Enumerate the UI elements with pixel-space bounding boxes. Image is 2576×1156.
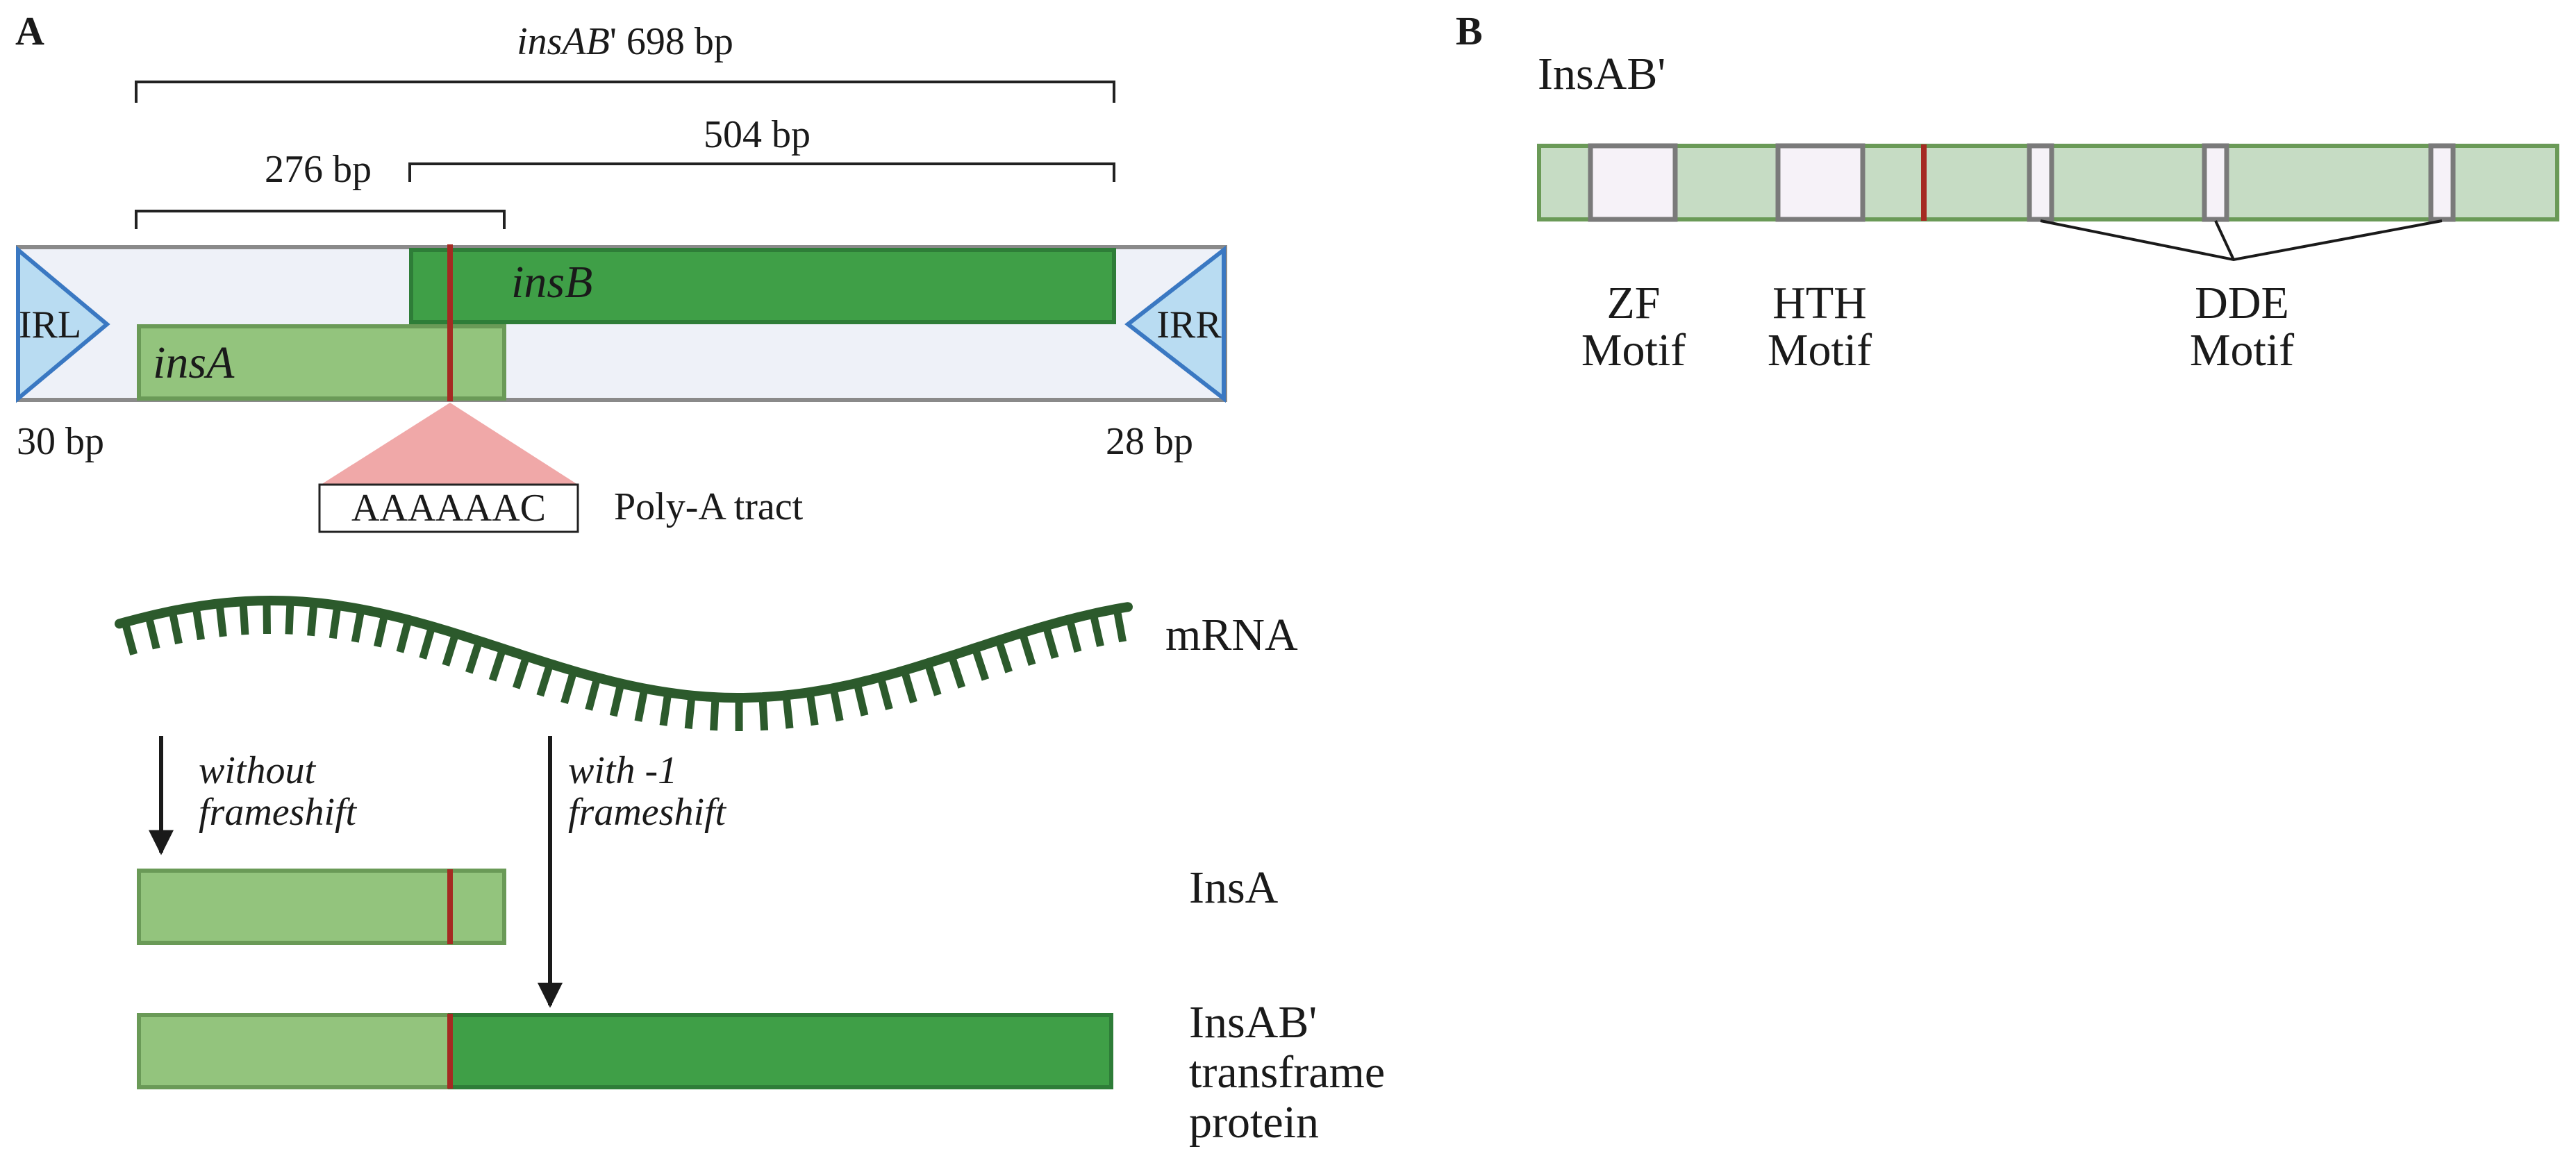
insa-gene: insA [137, 324, 506, 401]
mrna-base-tick [659, 692, 672, 726]
mrna-base-tick [782, 694, 794, 729]
frameshift-label-line2: frameshift [568, 791, 727, 834]
mrna-base-tick [215, 603, 227, 637]
insab-protein-label-line1: InsAB' [1189, 997, 1317, 1048]
frameshift-label-line1: with -1 [568, 749, 677, 792]
hth-motif-label-line1: HTH [1772, 278, 1867, 328]
no-frameshift-label-line2: frameshift [199, 791, 358, 834]
insa-gene-label: insA [153, 337, 235, 388]
insa-span-label: 276 bp [265, 148, 372, 191]
mrna-label: mRNA [1165, 610, 1298, 660]
dde-motif-connector-mid [2214, 220, 2235, 260]
insb-span-bracket: 504 bp [408, 113, 1115, 182]
mrna-base-tick [609, 682, 625, 717]
mrna-bases [121, 600, 1127, 732]
mrna-base-tick [396, 619, 413, 653]
insa-span-bracket: 276 bp [135, 148, 506, 229]
mrna-base-tick [971, 646, 990, 681]
mrna-base-tick [512, 655, 531, 689]
insab-transframe-protein [137, 1013, 1113, 1089]
mrna-base-tick [634, 687, 649, 722]
zf-motif-region [1588, 143, 1678, 222]
mrna-base-tick [829, 687, 844, 722]
mrna-base-tick [465, 639, 483, 674]
hth-motif-region [1775, 143, 1865, 222]
mrna-base-tick [239, 601, 249, 635]
irl-inverted-repeat: IRL [16, 245, 110, 403]
mrna-base-tick [1018, 631, 1036, 667]
panel-a-letter: A [15, 8, 44, 53]
mrna-base-tick [374, 613, 389, 648]
mrna-base-tick [684, 695, 696, 729]
mrna-base-tick [806, 692, 819, 726]
mrna-base-tick [853, 682, 869, 717]
mrna-base-tick [536, 662, 554, 697]
panel-b-title: InsAB' [1538, 49, 1665, 99]
mrna-base-tick [351, 608, 365, 643]
mrna-base-tick [900, 669, 917, 704]
dde-motif-label-line2: Motif [2190, 325, 2294, 376]
dde-motif-residue-1 [2027, 143, 2054, 222]
insb-gene: insB [409, 248, 1116, 324]
irr-inverted-repeat: IRR [1124, 245, 1226, 403]
insb-span-label: 504 bp [704, 113, 811, 156]
mrna-base-tick [1089, 612, 1104, 647]
insab-span-bracket: insAB' 698 bp [135, 20, 1115, 103]
mrna-base-tick [488, 647, 507, 682]
insab-protein-label-line2: transframe [1189, 1047, 1385, 1098]
mrna-base-tick [1042, 624, 1059, 660]
insa-protein-label: InsA [1189, 862, 1279, 913]
no-frameshift-label-line1: without [199, 749, 316, 792]
mrna-base-tick [192, 605, 205, 641]
irr-label: IRR [1156, 303, 1222, 346]
mrna-base-tick [442, 632, 460, 667]
insa-protein [137, 869, 506, 945]
mrna-base-tick [329, 605, 342, 639]
insab-domain-map [1537, 143, 2559, 222]
polya-sequence: AAAAAAC [351, 487, 546, 530]
mrna-base-tick [876, 676, 893, 710]
mrna-base-tick [1113, 608, 1127, 643]
dde-motif-residue-3 [2428, 143, 2456, 222]
mrna-base-tick [307, 602, 318, 637]
irl-length-label: 30 bp [17, 420, 104, 463]
irl-label: IRL [19, 303, 81, 346]
mrna-base-tick [285, 601, 294, 635]
mrna-base-tick [995, 639, 1013, 673]
dde-motif-residue-2 [2202, 143, 2229, 222]
mrna-base-tick [585, 676, 601, 711]
mrna-base-tick [121, 621, 138, 655]
insb-gene-label: insB [511, 257, 592, 308]
dde-motif-connector [2040, 219, 2443, 262]
irr-length-label: 28 bp [1106, 420, 1193, 463]
polya-tract-label: Poly-A tract [614, 485, 804, 528]
mrna-base-tick [144, 615, 160, 650]
mrna-base-tick [947, 654, 966, 689]
insab-protein-label-line3: protein [1189, 1097, 1319, 1148]
mrna-base-tick [710, 696, 720, 731]
zf-motif-label-line2: Motif [1581, 325, 1686, 376]
mrna-base-tick [758, 696, 769, 731]
panel-b-letter: B [1456, 8, 1483, 53]
dde-motif-label-line1: DDE [2195, 278, 2289, 328]
insab-span-label: insAB' 698 bp [517, 20, 733, 63]
mrna-base-tick [560, 669, 578, 705]
mrna-strand [115, 595, 1133, 732]
mrna-base-tick [924, 662, 942, 696]
zf-motif-label-line1: ZF [1606, 278, 1660, 328]
mrna-base-tick [419, 625, 436, 660]
mrna-base-tick [168, 610, 183, 645]
mrna-base-tick [1065, 618, 1082, 653]
hth-motif-label-line2: Motif [1768, 325, 1872, 376]
polya-wedge [321, 403, 578, 485]
polya-sequence-box [318, 483, 579, 533]
